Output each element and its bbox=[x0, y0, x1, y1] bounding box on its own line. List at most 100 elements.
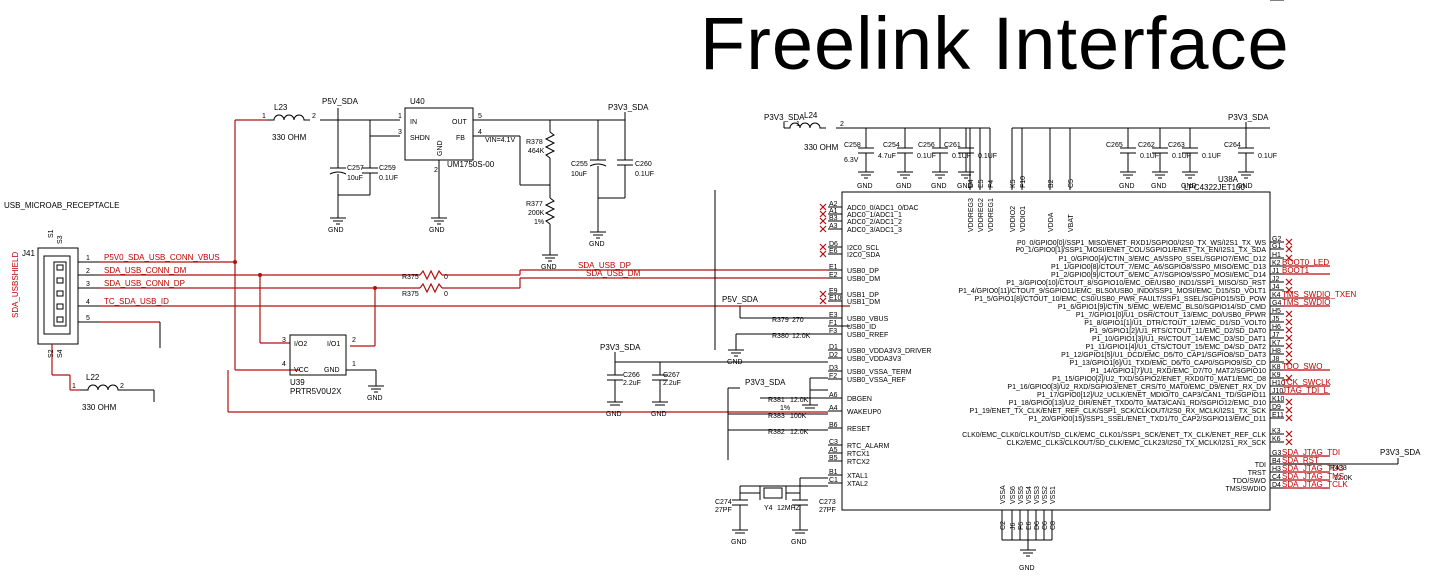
u39-vcc: VCC bbox=[294, 367, 309, 374]
regulator-u40: U40 IN SHDN OUT FB GND UM1750S-00 1 3 2 … bbox=[398, 97, 625, 234]
cap-value: 0.1UF bbox=[917, 153, 936, 160]
gnd-label: GND bbox=[1119, 183, 1135, 190]
mcu-right-pin-num: D9 bbox=[1272, 404, 1281, 411]
mcu-left-pin-label: USB0_ID bbox=[847, 324, 876, 331]
c255-ref: C255 bbox=[571, 161, 588, 168]
net-p5v-label: P5V_SDA bbox=[322, 97, 359, 106]
mcu-right-pin-num: H10 bbox=[1272, 380, 1285, 387]
pin-s1: S1 bbox=[48, 229, 55, 238]
mcu-right-pin-num: J5 bbox=[1272, 316, 1280, 323]
u39-gnd: GND bbox=[324, 367, 340, 374]
mcu-bottom-pin-label: VSS5 bbox=[1018, 486, 1025, 504]
u40-pin4: 4 bbox=[478, 129, 482, 136]
mcu-left-pin-label: USB1_DP bbox=[847, 292, 879, 299]
c257-ref: C257 bbox=[347, 165, 364, 172]
u39-io2: I/O2 bbox=[294, 341, 307, 348]
u40-pin2: 2 bbox=[434, 167, 438, 174]
mcu-pins: A2ADC0_0/ADC1_0/DACA1ADC0_1/ADC1_1B3ADC0… bbox=[819, 0, 1356, 572]
cap-ref: C254 bbox=[883, 142, 900, 149]
cap-value: 0.1UF bbox=[1202, 153, 1221, 160]
mcu-bottom-pin-num: C6 bbox=[1042, 521, 1049, 530]
r380-value: 12.0K bbox=[792, 333, 811, 340]
r381-ref: R381 bbox=[768, 397, 785, 404]
mcu-bottom-pin-num: J6 bbox=[1010, 523, 1017, 531]
mcu-bottom-pin-label: VSSA bbox=[1000, 485, 1007, 504]
net-usb-dp: SDA_USB_DP bbox=[578, 261, 631, 270]
mcu-right-pin-label: P0_0/GPIO0[0]/SSP1_MISO/ENET_RXD1/SGPIO0… bbox=[1017, 240, 1266, 247]
mcu-top-pin-label: VDDIO1 bbox=[1020, 206, 1027, 232]
mcu-right-pin-num: C4 bbox=[1272, 474, 1281, 481]
mcu-ref: U38A bbox=[1218, 175, 1239, 184]
mcu-left-pin-label: RESET bbox=[847, 426, 871, 433]
c259-value: 0.1UF bbox=[379, 175, 398, 182]
mcu-top-pin-label: VDDREG3 bbox=[968, 198, 975, 232]
mcu-right-pin-num: H6 bbox=[1272, 324, 1281, 331]
output-caps: P3V3_SDA C255 10uF C260 0.1UF GND bbox=[571, 103, 654, 248]
c274-ref: C274 bbox=[715, 499, 732, 506]
pin-4: 4 bbox=[86, 299, 90, 306]
mcu-left-pin-label: USB0_VSSA_TERM bbox=[847, 369, 912, 376]
mcu-right-pin-num: J10 bbox=[1272, 388, 1283, 395]
cap-value: 0.1UF bbox=[978, 153, 997, 160]
mcu-left-pin-label: ADC0_3/ADC1_3 bbox=[847, 227, 902, 234]
mcu-right-pin-num: J7 bbox=[1272, 332, 1280, 339]
mcu-left-pin-num: E3 bbox=[829, 312, 838, 319]
mcu-left-pin-num: A2 bbox=[829, 201, 838, 208]
cap-ref: C264 bbox=[1224, 142, 1241, 149]
l22-pin2: 2 bbox=[120, 383, 124, 390]
mcu-right-net: SDA_JTAG_TDI bbox=[1282, 448, 1340, 457]
mcu-right-pin-num: B4 bbox=[1272, 458, 1281, 465]
mcu-right-pin-label: P1_1/GPIO0[8]/CTOUT_7/EMC_A6/SGPIO8/SSP0… bbox=[1051, 264, 1266, 271]
pin-5: 5 bbox=[86, 315, 90, 322]
mcu-right-pin-label: CLK2/EMC_CLK3/CLKOUT/SD_CLK/EMC_CLK23/I2… bbox=[1007, 440, 1267, 447]
y4-ref: Y4 bbox=[764, 505, 773, 512]
mcu-left-pin-num: C3 bbox=[829, 439, 838, 446]
mcu-left-pin-num: B1 bbox=[829, 469, 838, 476]
c273-ref: C273 bbox=[819, 499, 836, 506]
mcu-right-pin-num: J2 bbox=[1272, 276, 1280, 283]
mcu-right-pin-num: E11 bbox=[1272, 412, 1284, 419]
mcu-right-pin-label: P0_1/GPIO0[1]/SSP1_MOSI/ENET_COL/SGPIO1/… bbox=[1015, 247, 1266, 254]
net-p3v3-label: P3V3_SDA bbox=[1380, 448, 1421, 457]
mcu-right-pin-label: P1_10/GPIO1[3]/U1_RI/CTOUT_14/EMC_D3/SD_… bbox=[1092, 336, 1266, 343]
mcu-left-pin-num: D2 bbox=[829, 352, 838, 359]
net-usb-dm: SDA_USB_DM bbox=[586, 269, 641, 278]
r375b-value: 0 bbox=[444, 291, 448, 298]
gnd-label: GND bbox=[1237, 183, 1253, 190]
u40-out: OUT bbox=[452, 119, 468, 126]
r375b-ref: R375 bbox=[402, 291, 419, 298]
mcu-right-net: SDA_JTAG_TCLK bbox=[1282, 480, 1348, 489]
r380-ref: R380 bbox=[772, 333, 789, 340]
mcu-right-pin-num: G1 bbox=[1272, 243, 1281, 250]
r383-value: 100K bbox=[790, 413, 807, 420]
l23-pin2: 2 bbox=[312, 113, 316, 120]
c260-ref: C260 bbox=[635, 161, 652, 168]
mcu-right-pin-label: P1_17/GPIO0[12]/U2_UCLK/ENET_MDIO/T0_CAP… bbox=[1037, 392, 1266, 399]
mcu-bottom-pin-label: VSS3 bbox=[1034, 486, 1041, 504]
mcu-right-net: JTAG_TDI_L bbox=[1282, 386, 1329, 395]
mcu-bottom-pin-label: VSS2 bbox=[1042, 486, 1049, 504]
y4-value: 12MHZ bbox=[777, 505, 801, 512]
mcu-left-pin-label: ADC0_0/ADC1_0/DAC bbox=[847, 205, 919, 212]
mcu-bottom-pin-label: VSS6 bbox=[1010, 486, 1017, 504]
mcu-right-pin-label: P1_6/GPIO1[9]/CTIN_5/EMC_WE/EMC_BLS0/SGP… bbox=[1058, 304, 1266, 311]
mcu-right-pin-label: P1_5/GPIO1[8]/CTOUT_10/EMC_CS0/USB0_PWR_… bbox=[974, 296, 1266, 303]
mcu-top-pin-num: F4 bbox=[988, 180, 995, 188]
mcu-u38a: U38A LPC4322JET100 bbox=[841, 175, 1271, 511]
u39-pin4: 4 bbox=[282, 361, 286, 368]
connector-name: USB_MICROAB_RECEPTACLE bbox=[4, 201, 119, 210]
u40-in: IN bbox=[410, 119, 417, 126]
mcu-right-pin-num: D4 bbox=[1272, 482, 1281, 489]
gnd-label: GND bbox=[1019, 565, 1035, 572]
mcu-right-net: SDA_JTAG_TMS bbox=[1282, 472, 1344, 481]
u40-pin3: 3 bbox=[398, 129, 402, 136]
mcu-right-pin-label: P1_2/GPIO0[9]/CTOUT_6/EMC_A7/SGPIO9/SSP0… bbox=[1051, 272, 1266, 279]
mcu-bottom-pin-num: E6 bbox=[1026, 521, 1033, 530]
mcu-right-pin-num: K9 bbox=[1272, 372, 1281, 379]
u39-pin2: 2 bbox=[352, 337, 356, 344]
gnd-label: GND bbox=[367, 395, 383, 402]
mcu-right-pin-label: TDO/SWO bbox=[1233, 478, 1267, 485]
series-resistors: R375 0 SDA_USB_DP R375 0 SDA_USB_DM bbox=[258, 190, 828, 350]
mcu-left-pin-label: RTCX1 bbox=[847, 451, 870, 458]
net-p5v-label: P5V_SDA bbox=[722, 295, 759, 304]
